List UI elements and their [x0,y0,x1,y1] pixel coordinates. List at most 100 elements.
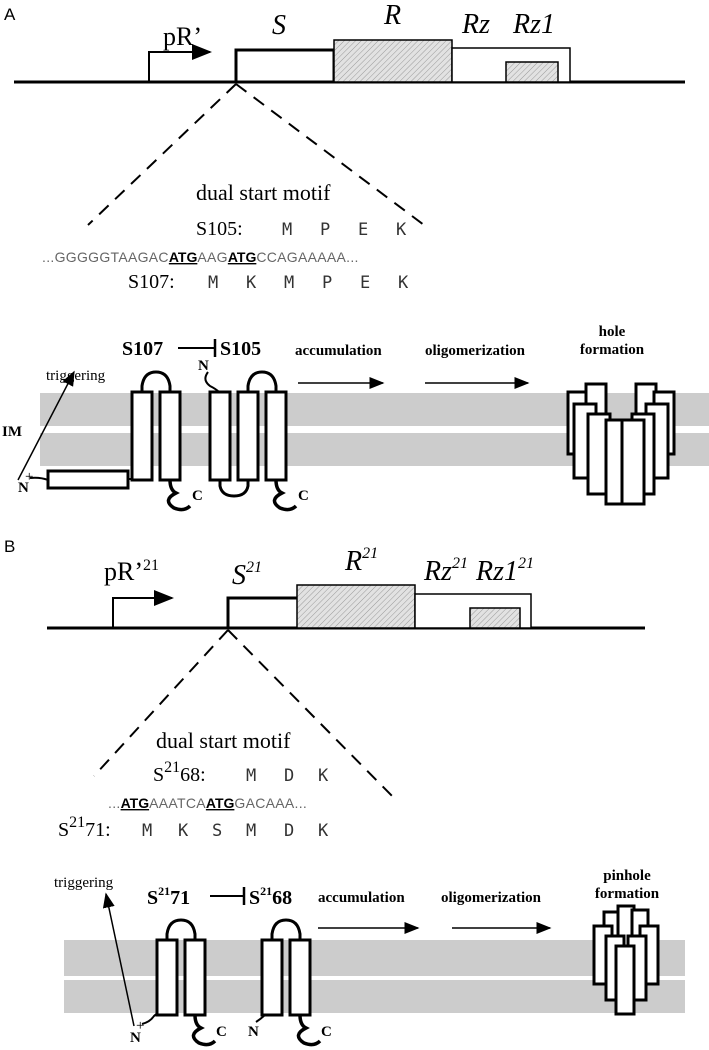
panel-a-s107-positive-charge: + [25,469,33,485]
panel-a-gene-rz-label: Rz [461,9,490,40]
panel-b-gene-s-box [226,596,310,630]
panel-b-s71-residue: S [212,821,222,841]
panel-b-gene-rz1-label: Rz121 [475,555,534,587]
panel-a-s107-tmd1 [130,390,154,482]
panel-b-seq-atg2: ATG [206,795,235,811]
panel-a-gene-s-box [234,48,336,84]
panel-a-s105-loop-periplasmic [246,370,278,392]
panel-a-seq-atg2: ATG [228,249,257,265]
panel-a: A pR’ S R Rz Rz1 dual start motif S105: … [2,0,709,512]
panel-a-s105-residue: E [358,220,368,240]
panel-b-s68-c-terminus: C [321,1024,332,1040]
panel-b-letter: B [4,537,15,556]
panel-a-hole-oligomer [566,382,676,506]
panel-a-s105-c-tail [272,479,298,512]
panel-b-s68-residue: M [246,766,256,786]
panel-b-s68-residue: D [284,766,294,786]
panel-a-triggering-arrow [17,370,75,481]
panel-b-target-label: S2168 [249,884,292,909]
panel-a-zoom-line-left [87,83,237,226]
panel-a-s107-tmd2 [158,390,182,482]
panel-b-gene-r-box [296,584,416,629]
panel-b-zoom-line-right [227,629,397,801]
panel-a-s105-residue: M [282,220,292,240]
panel-b-seq-suffix: GACAAA... [234,795,307,811]
panel-a-inhibitor-label: S107 [122,338,163,360]
panel-a-gene-r-box [333,39,453,83]
panel-a-seq-atg1: ATG [169,249,198,265]
panel-b-s71-tmd2 [183,938,207,1017]
panel-a-s107-n-terminus: N [18,480,29,496]
panel-b-s71-n-terminus: N [130,1030,141,1046]
panel-a-s107-residue: K [398,273,409,293]
panel-a-s107-loop [140,370,172,392]
panel-a-promoter-arrow [148,44,212,83]
panel-b-s68-tmd2 [288,938,312,1017]
panel-a-s107-residue: E [360,273,370,293]
panel-b-s71-c-terminus: C [216,1024,227,1040]
panel-b-seq-mid: AAATCA [149,795,206,811]
panel-a-target-label: S105 [220,338,261,360]
panel-a-seq-suffix: CCAGAAAAA... [256,249,358,265]
panel-a-gene-rz1-label: Rz1 [512,9,555,40]
panel-b-s71-positive-charge: + [136,1018,144,1034]
panel-b-step-oligomerization: oligomerization [441,890,542,906]
panel-b-gene-r-label: R21 [344,545,378,577]
panel-b-gene-rz-label: Rz21 [423,555,468,587]
panel-a-s107-residues: M K M P E K [208,273,409,293]
panel-b-s71-c-tail [191,1014,217,1047]
panel-b-s71-residue: M [142,821,152,841]
panel-b-triggering-label: triggering [54,875,114,891]
panel-b-promoter-arrow [112,590,174,628]
panel-b-outcome-line1: pinhole [603,868,651,884]
panel-a-s105-label: S105: [196,218,243,240]
panel-b-s71-label: S2171: [58,814,111,841]
panel-a-s107-residue: M [208,273,218,293]
panel-b-s68-n-terminus: N [248,1024,259,1040]
panel-a-s107-residue: K [246,273,257,293]
panel-a-gene-rz1-box [505,61,559,83]
panel-b-s68-loop [270,918,302,940]
panel-a-s105-loop-cytoplasmic [218,480,250,498]
panel-a-s105-tmd1 [208,390,232,482]
panel-a-s105-residue: P [320,220,330,240]
panel-b-motif-title: dual start motif [156,728,291,753]
panel-a-promoter-label: pR’ [163,22,202,51]
panel-b-seq-atg1: ATG [121,795,150,811]
panel-a-zoom-line-right [235,83,425,226]
panel-a-gene-r-label: R [383,0,401,31]
panel-a-s107-c-terminus: C [192,488,203,504]
panel-b-gene-s-label: S21 [232,559,262,591]
panel-b-outcome-line2: formation [595,886,660,902]
panel-a-outcome-line1: hole [599,324,626,340]
panel-b-s68-tmd1 [260,938,284,1017]
panel-b-s71-tmd1 [155,938,179,1017]
panel-b-sequence: ...ATGAAATCAATGGACAAA... [108,795,307,811]
panel-b-s68-protein: N C [248,918,332,1047]
panel-b-s71-residue: K [178,821,189,841]
panel-a-seq-prefix: ...GGGGGTAAGAC [42,249,169,265]
panel-b-triggering-arrow [102,892,135,1027]
panel-a-s105-n-terminus: N [198,358,209,374]
panel-a-s107-amphipathic-helix [46,469,130,490]
panel-a-s105-c-terminus: C [298,488,309,504]
panel-b-inhibitor-label: S2171 [147,884,190,909]
panel-b-seq-prefix: ... [108,795,121,811]
panel-b: B pR’21 S21 R21 Rz21 Rz121 dual start mo… [4,537,685,1047]
panel-a-step-accumulation: accumulation [295,343,382,359]
panel-a-triggering-label: triggering [46,368,106,384]
panel-a-s105-protein: N C [198,358,309,512]
panel-a-s105-residues: M P E K [282,220,407,240]
panel-a-s105-residue: K [396,220,407,240]
panel-a-outcome-line2: formation [580,342,645,358]
panel-b-s71-residue: M [246,821,256,841]
panel-b-step-accumulation: accumulation [318,890,405,906]
panel-b-zoom-line-left [93,629,229,777]
panel-b-s71-residue: K [318,821,329,841]
panel-b-promoter-text: pR’ [104,557,143,586]
panel-a-sequence: ...GGGGGTAAGACATGAAGATGCCAGAAAAA... [42,249,359,265]
panel-a-motif-title: dual start motif [196,180,331,205]
panel-a-s107-residue: P [322,273,332,293]
panel-a-s105-n-tail [204,371,220,393]
